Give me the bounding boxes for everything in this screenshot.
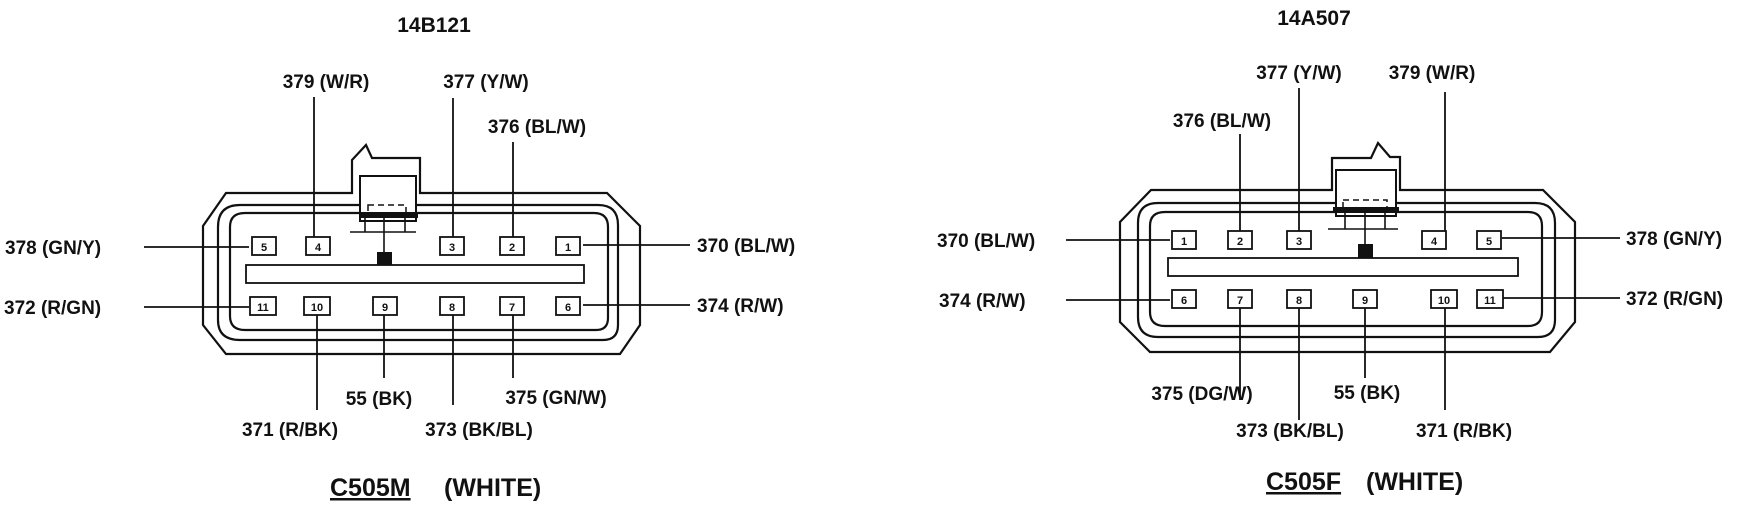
circuit-label-pin-4: 379 (W/R) bbox=[283, 72, 370, 93]
pin-10: 10 bbox=[303, 296, 331, 316]
svg-text:11: 11 bbox=[1484, 295, 1496, 307]
svg-text:7: 7 bbox=[509, 302, 515, 314]
circuit-label-pin-6: 374 (R/W) bbox=[939, 291, 1026, 312]
circuit-label-pin-1: 370 (BL/W) bbox=[697, 236, 795, 257]
pin-1: 1 bbox=[1171, 230, 1197, 250]
housing-outer bbox=[201, 143, 642, 356]
circuit-label-pin-4: 379 (W/R) bbox=[1389, 63, 1476, 84]
circuit-label-pin-2: 376 (BL/W) bbox=[1173, 111, 1271, 132]
svg-text:1: 1 bbox=[565, 242, 571, 254]
pin-4: 4 bbox=[1421, 230, 1447, 250]
circuit-label-pin-6: 374 (R/W) bbox=[697, 296, 784, 317]
pin-7: 7 bbox=[499, 296, 525, 316]
circuit-label-pin-5: 378 (GN/Y) bbox=[5, 238, 101, 259]
circuit-label-pin-5: 378 (GN/Y) bbox=[1626, 229, 1722, 250]
wire-leads bbox=[1066, 88, 1620, 420]
circuit-label-pin-3: 377 (Y/W) bbox=[443, 72, 529, 93]
connector-color-c505f: (WHITE) bbox=[1366, 468, 1463, 496]
circuit-label-pin-8: 373 (BK/BL) bbox=[1236, 421, 1344, 442]
svg-text:10: 10 bbox=[1438, 295, 1450, 307]
locking-latch bbox=[350, 175, 418, 266]
connector-color-c505m: (WHITE) bbox=[444, 474, 541, 502]
housing-middle bbox=[1136, 201, 1557, 339]
svg-text:1: 1 bbox=[1181, 236, 1187, 248]
svg-text:9: 9 bbox=[382, 302, 388, 314]
circuit-label-pin-7: 375 (GN/W) bbox=[505, 388, 606, 409]
circuit-label-pin-10: 371 (R/BK) bbox=[242, 420, 338, 441]
svg-text:8: 8 bbox=[1296, 295, 1302, 307]
svg-text:3: 3 bbox=[1296, 236, 1302, 248]
pin-9: 9 bbox=[372, 296, 398, 316]
pin-1: 1 bbox=[555, 236, 581, 256]
connector-c505f: 14A507 bbox=[937, 7, 1723, 496]
housing-inner bbox=[228, 211, 610, 332]
svg-text:6: 6 bbox=[565, 302, 571, 314]
svg-text:3: 3 bbox=[449, 242, 455, 254]
pin-6: 6 bbox=[555, 296, 581, 316]
keyway-bar bbox=[1167, 257, 1519, 277]
pin-2: 2 bbox=[499, 236, 525, 256]
pin-9: 9 bbox=[1352, 289, 1378, 309]
circuit-label-pin-9: 55 (BK) bbox=[346, 389, 413, 410]
circuit-label-pin-11: 372 (R/GN) bbox=[1626, 289, 1723, 310]
circuit-label-pin-11: 372 (R/GN) bbox=[4, 298, 101, 319]
pin-3: 3 bbox=[1286, 230, 1312, 250]
svg-text:10: 10 bbox=[311, 302, 323, 314]
pin-3: 3 bbox=[439, 236, 465, 256]
svg-text:11: 11 bbox=[257, 302, 269, 314]
circuit-label-pin-2: 376 (BL/W) bbox=[488, 117, 586, 138]
svg-text:2: 2 bbox=[509, 242, 515, 254]
locking-latch bbox=[1328, 169, 1399, 258]
circuit-label-pin-3: 377 (Y/W) bbox=[1256, 63, 1342, 84]
svg-text:5: 5 bbox=[1486, 236, 1492, 248]
pin-7: 7 bbox=[1227, 289, 1253, 309]
part-number-c505m: 14B121 bbox=[397, 14, 471, 37]
pin-6: 6 bbox=[1171, 289, 1197, 309]
housing-inner bbox=[1148, 210, 1544, 328]
keyway-bar bbox=[245, 264, 585, 284]
svg-text:5: 5 bbox=[261, 242, 267, 254]
wire-leads bbox=[144, 97, 690, 410]
connector-c505m: 14B121 bbox=[4, 14, 795, 502]
circuit-label-pin-1: 370 (BL/W) bbox=[937, 231, 1035, 252]
svg-text:7: 7 bbox=[1237, 295, 1243, 307]
circuit-label-pin-10: 371 (R/BK) bbox=[1416, 421, 1512, 442]
svg-text:6: 6 bbox=[1181, 295, 1187, 307]
pin-4: 4 bbox=[305, 236, 331, 256]
pin-5: 5 bbox=[251, 236, 277, 256]
pin-8: 8 bbox=[1286, 289, 1312, 309]
pin-11: 11 bbox=[249, 296, 277, 316]
pin-8: 8 bbox=[439, 296, 465, 316]
circuit-label-pin-8: 373 (BK/BL) bbox=[425, 420, 533, 441]
svg-text:9: 9 bbox=[1362, 295, 1368, 307]
part-number-c505f: 14A507 bbox=[1277, 7, 1351, 30]
connector-id-c505f: C505F bbox=[1266, 468, 1341, 496]
pin-5: 5 bbox=[1476, 230, 1502, 250]
svg-text:8: 8 bbox=[449, 302, 455, 314]
circuit-label-pin-7: 375 (DG/W) bbox=[1151, 384, 1252, 405]
pin-10: 10 bbox=[1430, 289, 1458, 309]
housing-middle bbox=[216, 203, 620, 342]
housing-outer bbox=[1118, 140, 1577, 354]
connector-id-c505m: C505M bbox=[330, 474, 411, 502]
svg-text:4: 4 bbox=[315, 242, 322, 254]
svg-text:2: 2 bbox=[1237, 236, 1243, 248]
pin-11: 11 bbox=[1476, 289, 1504, 309]
svg-text:4: 4 bbox=[1431, 236, 1438, 248]
circuit-label-pin-9: 55 (BK) bbox=[1334, 383, 1401, 404]
pin-2: 2 bbox=[1227, 230, 1253, 250]
